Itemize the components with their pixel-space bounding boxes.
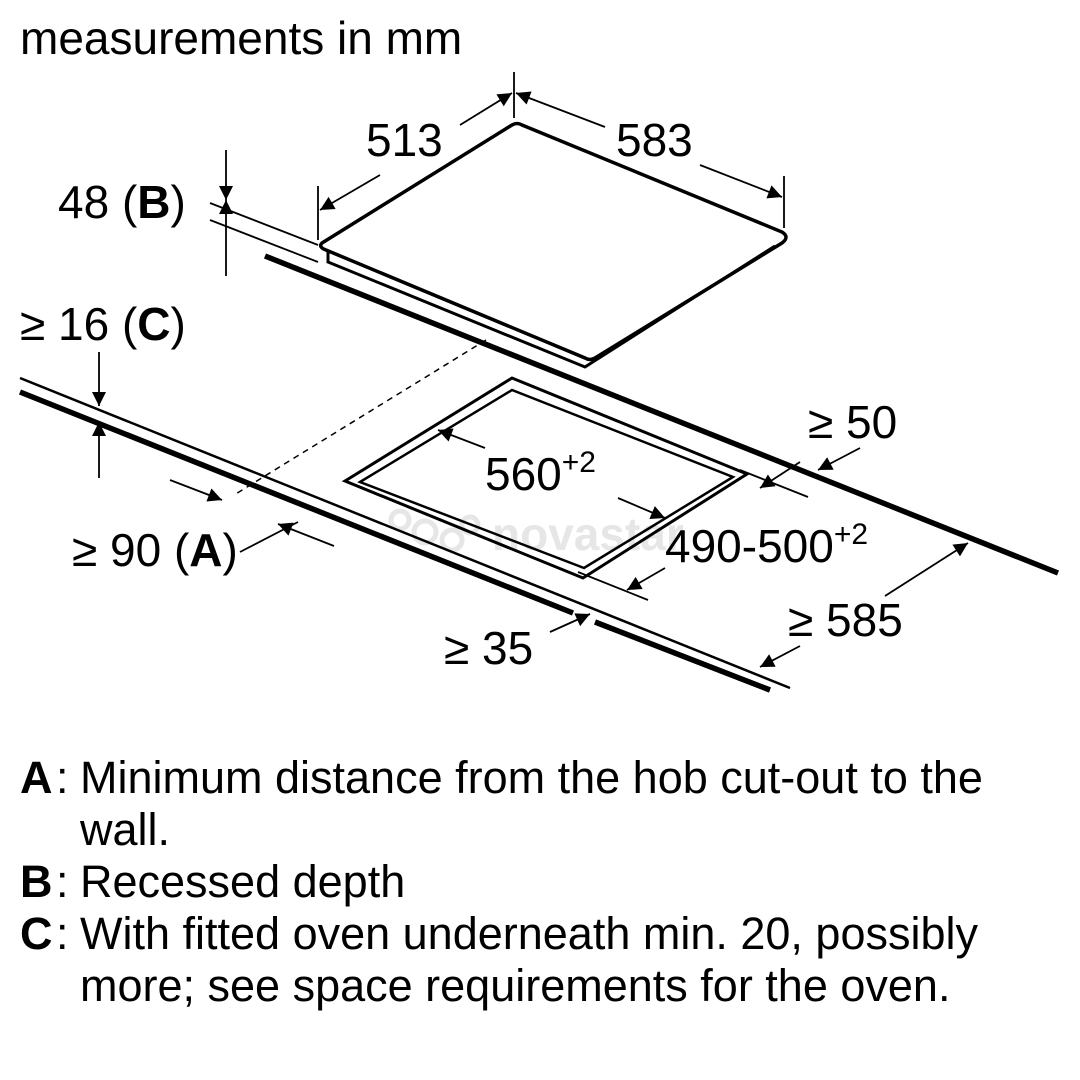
legend: A: Minimum distance from the hob cut-out…	[20, 752, 1070, 1012]
dim-line-490	[626, 567, 666, 591]
label-recess-depth: 48 (B)	[58, 176, 186, 228]
dim-line-583	[516, 93, 782, 197]
diagram-canvas: measurements in mm novastar	[18, 12, 1060, 693]
label-hob-depth: 513	[366, 114, 443, 166]
legend-text: Recessed depth	[80, 856, 406, 907]
legend-key: C	[20, 908, 53, 959]
dimension-lines	[92, 93, 968, 667]
legend-colon: :	[56, 856, 69, 907]
legend-item-c: C: With fitted oven underneath min. 20, …	[20, 908, 1070, 1012]
legend-colon: :	[56, 752, 69, 803]
legend-item-b: B: Recessed depth	[20, 856, 1070, 908]
label-wall-distance: ≥ 90 (A)	[72, 524, 238, 576]
label-cutout-depth: 490-500+2	[665, 518, 868, 572]
label-cutout-width: 560+2	[485, 446, 596, 500]
legend-item-a: A: Minimum distance from the hob cut-out…	[20, 752, 1070, 856]
hob-base-edge	[326, 244, 776, 369]
label-worktop-gap: ≥ 16 (C)	[20, 298, 186, 350]
legend-text: With fitted oven underneath min. 20, pos…	[80, 908, 979, 1011]
caption: measurements in mm	[20, 12, 462, 64]
dim-line-90-leader	[239, 521, 299, 553]
dim-line-560	[438, 430, 665, 518]
label-worktop-depth: ≥ 585	[788, 594, 903, 646]
dim-line-490b	[759, 461, 801, 489]
projection-dashed-line	[233, 339, 487, 496]
legend-colon: :	[56, 908, 69, 959]
legend-text: Minimum distance from the hob cut-out to…	[80, 752, 983, 855]
dim-line-585	[760, 543, 968, 667]
dim-line-50	[817, 447, 861, 471]
label-side-clearance: ≥ 50	[808, 396, 897, 448]
label-front-edge: ≥ 35	[444, 622, 533, 674]
dim-line-35	[549, 613, 591, 633]
label-hob-width: 583	[616, 114, 693, 166]
dim-line-90-left	[169, 479, 223, 502]
legend-key: A	[20, 752, 53, 803]
legend-key: B	[20, 856, 53, 907]
